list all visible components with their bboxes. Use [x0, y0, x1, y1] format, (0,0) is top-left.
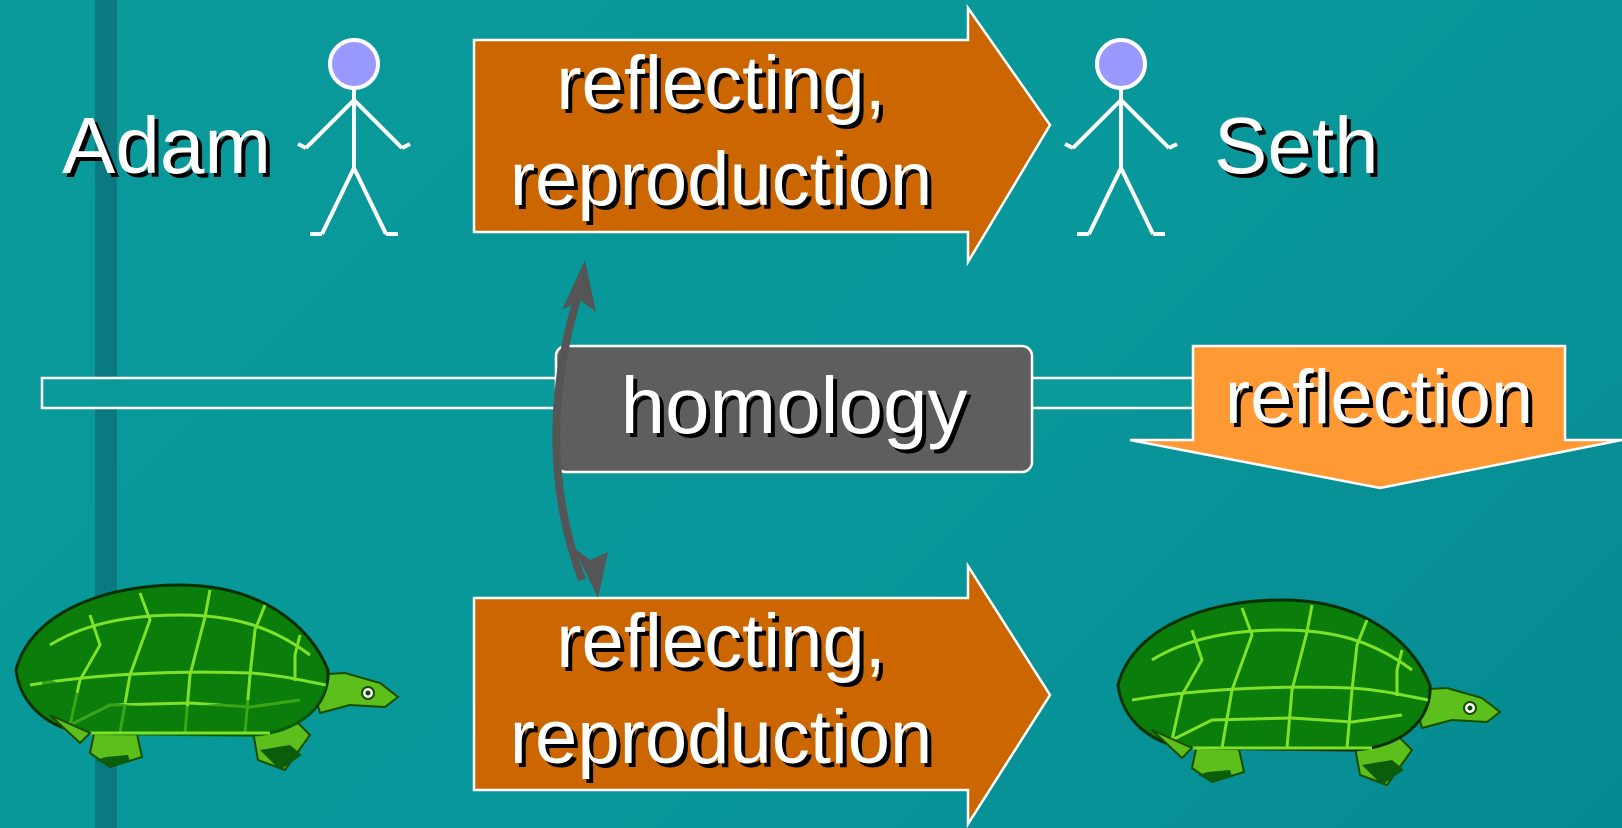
top-reproduction-arrow	[472, 4, 1052, 267]
double-arrow-icon	[552, 260, 608, 598]
homology-label: homology	[620, 361, 968, 450]
stick-figure-icon	[1064, 38, 1178, 236]
turtle-icon	[14, 583, 400, 772]
turtle-icon	[1116, 598, 1502, 787]
stick-figure-icon	[297, 38, 411, 236]
seth-label: Seth	[1214, 101, 1379, 190]
bottom-arrow-line1: reflecting,	[556, 599, 886, 684]
reflection-label: reflection	[1224, 355, 1534, 440]
adam-label: Adam	[62, 101, 271, 190]
top-arrow-line1: reflecting,	[556, 41, 886, 126]
bottom-arrow-line2: reproduction	[509, 695, 933, 780]
bottom-reproduction-arrow	[472, 561, 1052, 828]
top-arrow-line2: reproduction	[509, 137, 933, 222]
reflection-arrow	[1129, 344, 1622, 490]
